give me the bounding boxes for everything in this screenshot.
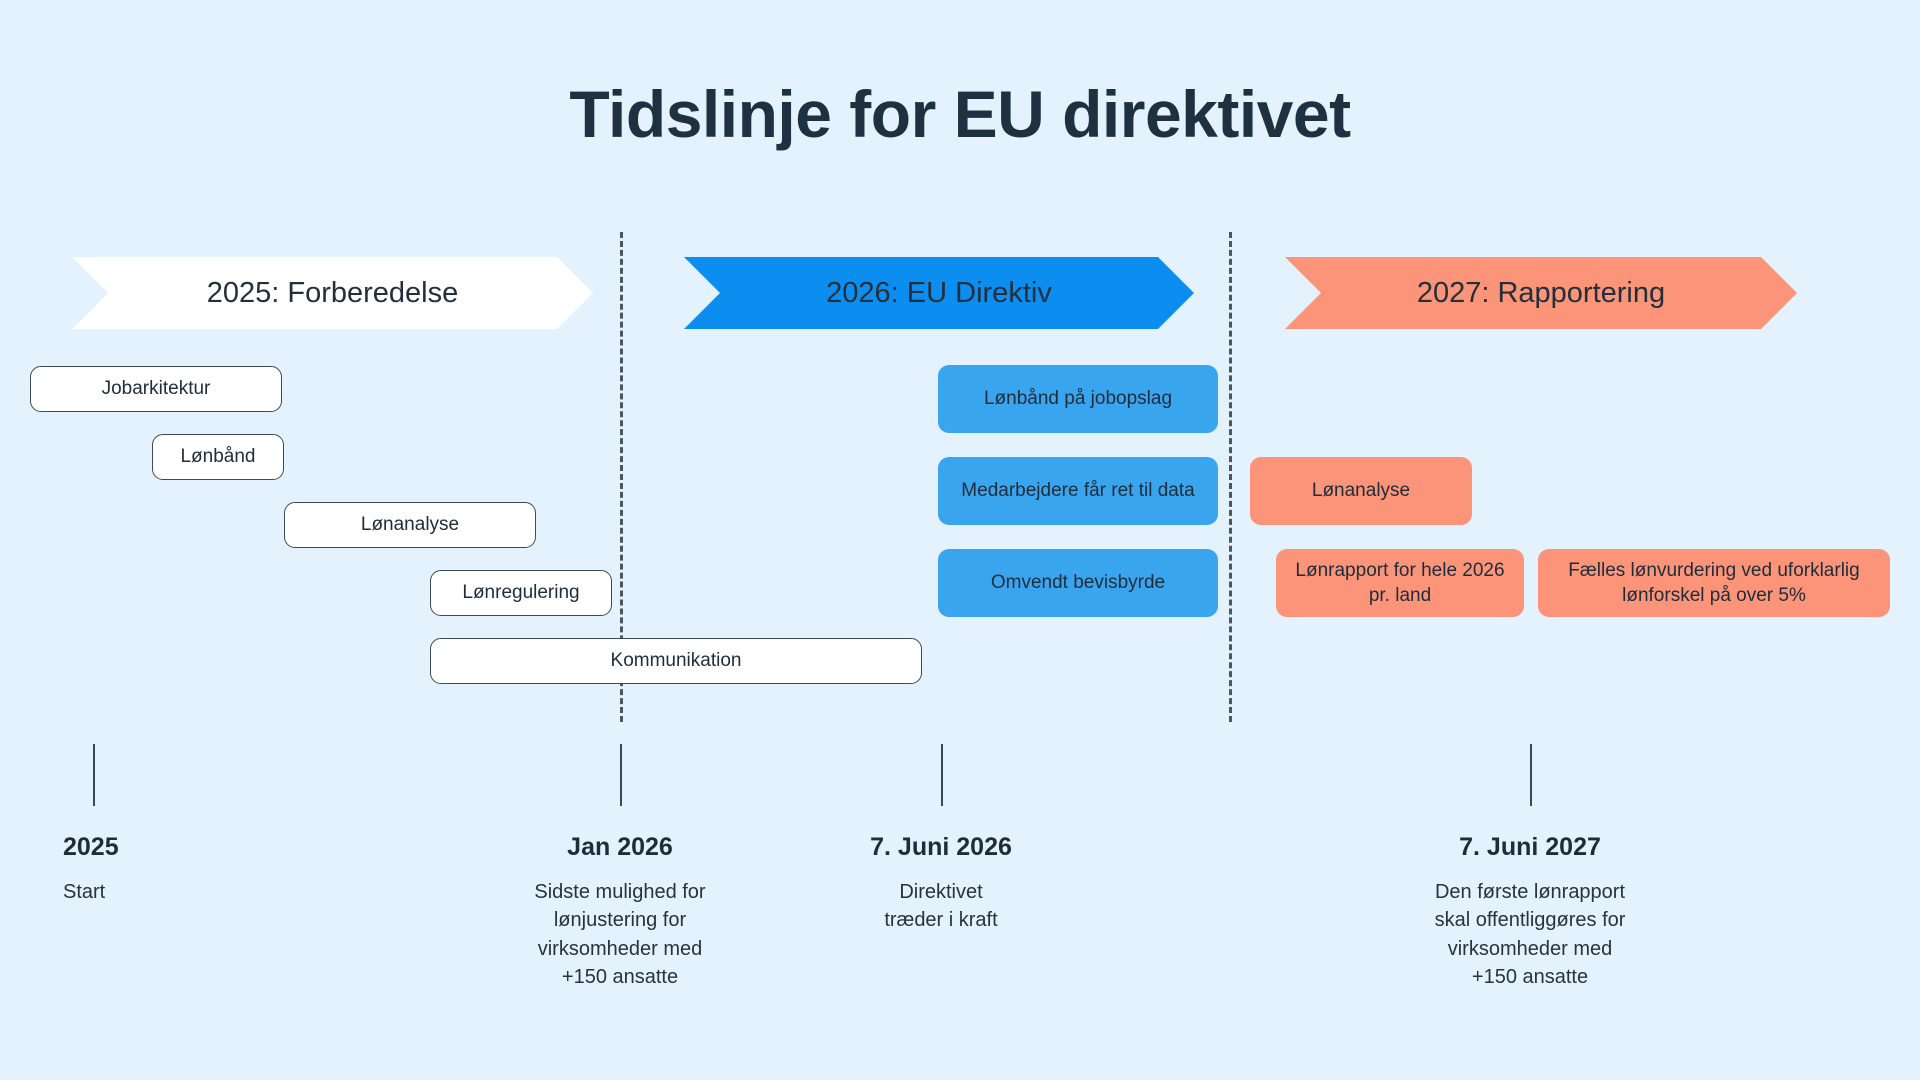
task-lonanalyse-2027[interactable]: Lønanalyse bbox=[1250, 457, 1472, 525]
page-title: Tidslinje for EU direktivet bbox=[569, 77, 1351, 151]
timeline-tick-juni-2026 bbox=[941, 744, 943, 806]
marker-date: 7. Juni 2026 bbox=[870, 833, 1012, 861]
marker-description: Sidste mulighed for lønjustering for vir… bbox=[534, 881, 706, 989]
marker-date: 2025 bbox=[63, 833, 119, 861]
phase-banner-2025[interactable]: 2025: Forberedelse bbox=[72, 257, 593, 329]
timeline-marker-2025: 2025 Start bbox=[0, 832, 190, 906]
task-omvendt-bevisbyrde[interactable]: Omvendt bevisbyrde bbox=[938, 549, 1218, 617]
marker-date: 7. Juni 2027 bbox=[1459, 833, 1601, 861]
task-kommunikation[interactable]: Kommunikation bbox=[430, 638, 922, 684]
marker-description: Start bbox=[63, 881, 106, 903]
task-lonregulering[interactable]: Lønregulering bbox=[430, 570, 612, 616]
task-medarbejdere-ret-til-data[interactable]: Medarbejdere får ret til data bbox=[938, 457, 1218, 525]
timeline-tick-2025 bbox=[93, 744, 95, 806]
marker-description: Den første lønrapport skal offentliggøre… bbox=[1434, 881, 1626, 989]
phase-divider-2026-2027 bbox=[1229, 232, 1232, 722]
timeline-marker-juni-2026: 7. Juni 2026 Direktivet træder i kraft bbox=[821, 832, 1061, 935]
marker-description: Direktivet træder i kraft bbox=[884, 881, 998, 932]
timeline-tick-jan-2026 bbox=[620, 744, 622, 806]
timeline-tick-juni-2027 bbox=[1530, 744, 1532, 806]
task-lonrapport-2026[interactable]: Lønrapport for hele 2026 pr. land bbox=[1276, 549, 1524, 617]
timeline-marker-jan-2026: Jan 2026 Sidste mulighed for lønjusterin… bbox=[500, 832, 740, 992]
task-faelles-lonvurdering[interactable]: Fælles lønvurdering ved uforklarlig lønf… bbox=[1538, 549, 1890, 617]
task-lonband[interactable]: Lønbånd bbox=[152, 434, 284, 480]
task-lonanalyse-2025[interactable]: Lønanalyse bbox=[284, 502, 536, 548]
phase-banner-2026[interactable]: 2026: EU Direktiv bbox=[684, 257, 1194, 329]
task-jobarkitektur[interactable]: Jobarkitektur bbox=[30, 366, 282, 412]
task-lonband-pa-jobopslag[interactable]: Lønbånd på jobopslag bbox=[938, 365, 1218, 433]
phase-banner-2027[interactable]: 2027: Rapportering bbox=[1285, 257, 1797, 329]
marker-date: Jan 2026 bbox=[567, 833, 673, 861]
timeline-marker-juni-2027: 7. Juni 2027 Den første lønrapport skal … bbox=[1410, 832, 1650, 992]
phase-divider-2025-2026 bbox=[620, 232, 623, 722]
